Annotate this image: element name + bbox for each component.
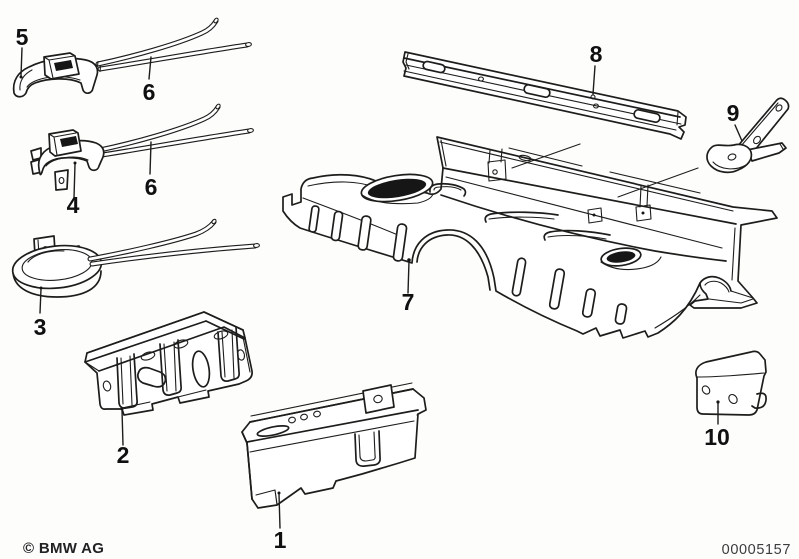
callout-8: 8 xyxy=(590,41,603,95)
leader-dot xyxy=(120,407,124,411)
part-9-lever-bracket xyxy=(706,97,790,174)
leader-line xyxy=(73,163,76,199)
callout-label-1: 1 xyxy=(274,527,287,553)
callout-label-7: 7 xyxy=(402,289,415,315)
part-8-sill-rail xyxy=(402,51,687,140)
part-7-floor-panel xyxy=(282,136,778,339)
callout-7: 7 xyxy=(402,258,415,315)
leader-line xyxy=(39,288,42,314)
leader-dot xyxy=(73,161,77,165)
leader-line xyxy=(149,141,152,175)
part-6-rail-tubes-lower xyxy=(100,103,254,157)
callout-label-4: 4 xyxy=(67,192,80,218)
callout-1: 1 xyxy=(274,491,287,553)
callout-label-3: 3 xyxy=(34,314,47,340)
part-1-outline xyxy=(241,388,427,509)
callout-label-5: 5 xyxy=(16,24,29,50)
leader-line xyxy=(592,65,596,95)
callout-6-lower: 6 xyxy=(145,141,158,200)
part-2-ribbed-support-bracket xyxy=(84,311,253,416)
leader-line xyxy=(148,56,152,80)
callout-6-upper: 6 xyxy=(143,56,156,105)
document-number: 00005157 xyxy=(722,542,791,558)
part-3-dish-bracket-with-rod xyxy=(11,218,260,298)
part-7-outline xyxy=(282,136,778,339)
callout-2: 2 xyxy=(117,407,130,468)
callout-5: 5 xyxy=(16,24,29,79)
copyright-text: © BMW AG xyxy=(23,540,104,557)
callout-3: 3 xyxy=(34,286,47,340)
callout-10: 10 xyxy=(704,400,730,450)
part-10-outline xyxy=(695,350,767,416)
part-6-rail-tubes-upper xyxy=(98,17,252,71)
leader-line xyxy=(734,124,743,142)
leader-dot xyxy=(39,286,43,290)
callout-label-10: 10 xyxy=(704,424,730,450)
leader-dot xyxy=(19,75,23,79)
part-5-saddle-clamp-bracket xyxy=(12,52,99,98)
part-1-floor-crossmember xyxy=(241,382,427,509)
leader-line xyxy=(121,409,124,446)
leader-dot xyxy=(407,258,411,262)
callout-4: 4 xyxy=(67,161,80,218)
leader-line xyxy=(278,493,281,529)
part-2-outline xyxy=(84,311,253,416)
leader-line xyxy=(20,47,23,77)
callout-label-2: 2 xyxy=(117,442,130,468)
callout-label-9: 9 xyxy=(727,100,740,126)
part-10-cover-bracket xyxy=(695,350,767,416)
part-4-saddle-clamp-bracket xyxy=(30,129,105,191)
callout-label-6-lower: 6 xyxy=(145,174,158,200)
callout-label-8: 8 xyxy=(590,41,603,67)
callout-9: 9 xyxy=(727,100,743,142)
leader-dot xyxy=(277,491,281,495)
callout-label-6-upper: 6 xyxy=(143,79,156,105)
leader-line xyxy=(407,260,410,294)
leader-dot xyxy=(716,400,720,404)
